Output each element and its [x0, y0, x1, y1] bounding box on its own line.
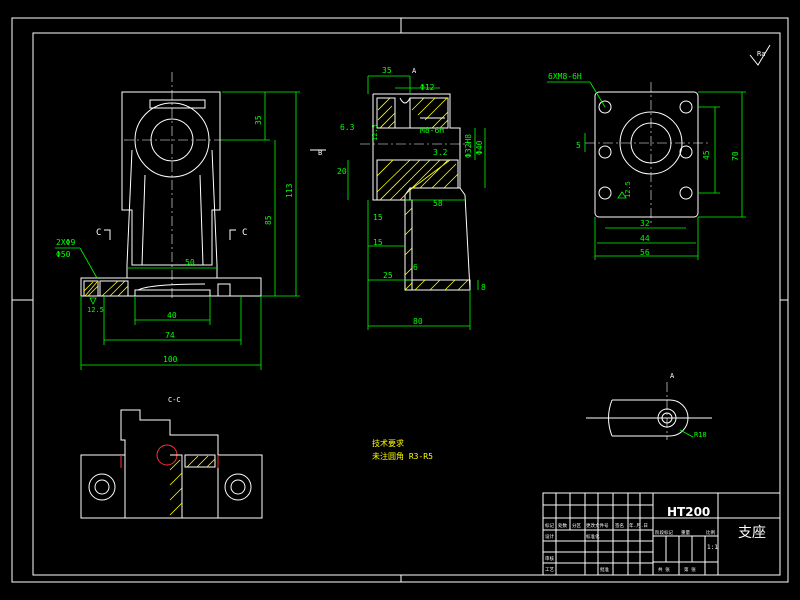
section-mark-b: B: [318, 149, 322, 157]
tb-label-mark: 标记: [545, 522, 554, 529]
detail-view: A R18: [586, 372, 712, 440]
tb-label-approve: 批准: [600, 566, 609, 573]
tb-label-stage: 阶段标记: [655, 529, 673, 536]
roughness-symbol-general: Ra: [749, 44, 771, 66]
dim-44-top: 44: [640, 234, 650, 243]
tech-req-title: 技术要求: [372, 438, 404, 448]
dim-r18: R18: [694, 431, 707, 439]
dim-m8-6h-side: M8-6H: [420, 126, 444, 135]
roughness-label: Ra: [757, 50, 765, 58]
tb-label-scale: 比例: [706, 529, 715, 536]
dim-12.5-front: 12.5: [87, 306, 104, 314]
side-view: [360, 93, 471, 291]
dim-50: 50: [185, 258, 195, 267]
front-view-dimensions: 113 35 85 50 40 74 100 2XΦ9 Φ50 12.5: [55, 91, 300, 370]
dim-70-top: 70: [731, 151, 740, 161]
dim-25-side: 25: [383, 271, 393, 280]
dim-3.2: 3.2: [433, 148, 448, 157]
material-label: HT200: [667, 505, 710, 519]
dim-phi40: Φ40: [475, 140, 484, 155]
dim-113: 113: [285, 183, 294, 198]
dim-40: 40: [167, 311, 177, 320]
rough-12.5-side: 12.5: [371, 124, 379, 141]
dim-15-lower: 15: [373, 213, 383, 222]
detail-view-mark: A: [670, 372, 675, 380]
dim-phi50: Φ50: [56, 250, 71, 259]
section-mark-c-right: C: [242, 228, 247, 238]
dim-8-side: 8: [481, 283, 486, 292]
tb-label-zone: 分区: [572, 522, 581, 529]
dim-100: 100: [163, 355, 178, 364]
section-mark-c-left: C: [96, 228, 101, 238]
dim-85: 85: [264, 215, 273, 225]
section-c-c-label: C-C: [168, 396, 181, 404]
dim-2x-phi9: 2XΦ9: [56, 238, 75, 247]
tech-req-line-1: 未注圆角 R3-R5: [372, 451, 433, 461]
technical-requirements: 技术要求 未注圆角 R3-R5: [372, 438, 433, 461]
dim-phi12: Φ12: [420, 83, 435, 92]
dim-phi32h8: Φ32H8: [464, 134, 473, 158]
dim-80: 80: [413, 317, 423, 326]
dim-6-side: 6: [413, 263, 418, 272]
dim-32-top: 32: [640, 219, 650, 228]
dim-58: 58: [433, 199, 443, 208]
tb-label-process: 工艺: [545, 567, 554, 573]
top-view: [585, 82, 710, 225]
rough-12.5-top: 12.5: [624, 181, 632, 198]
side-section-hatch: [376, 97, 471, 291]
dim-74: 74: [165, 331, 175, 340]
dim-35-side: 35: [382, 66, 392, 75]
dim-6x-m8-6h: 6XM8-6H: [548, 72, 582, 81]
dim-15-side: 15: [373, 238, 383, 247]
tb-label-standard: 标准化: [586, 533, 600, 540]
rough-6.3: 6.3: [340, 123, 355, 132]
tb-label-sheet-no: 第 张: [684, 566, 696, 573]
top-view-dimensions: 6XM8-6H 5 32 44 56 45 70 12.5: [547, 72, 746, 260]
tb-label-review: 审核: [545, 555, 554, 562]
section-c-c-view: C-C: [80, 396, 263, 519]
tb-label-count: 处数: [558, 522, 567, 529]
dim-56-top: 56: [640, 248, 650, 257]
tb-label-date: 年.月.日: [629, 522, 648, 529]
part-name-label: 支座: [738, 525, 766, 541]
dim-35: 35: [254, 115, 263, 125]
tb-label-total-sheets: 共 张: [658, 566, 670, 573]
tb-label-weight: 重量: [681, 529, 690, 536]
dim-45-top: 45: [702, 150, 711, 160]
drawing-frame: [11, 17, 789, 583]
dim-5-top: 5: [576, 141, 581, 150]
front-view: C C: [80, 72, 262, 300]
side-view-dimensions: 35 A Φ12 M8-6H Φ32H8 Φ40 20 3.2 58 15 25…: [310, 66, 486, 330]
section-mark-a-top: A: [412, 67, 417, 75]
title-block: HT200 支座 标记 处数 分区 更改文件号 签名 年.月.日 设计 标准化 …: [542, 492, 781, 576]
dim-20-side: 20: [337, 167, 347, 176]
tb-label-signature: 签名: [615, 522, 624, 529]
tb-label-change-doc: 更改文件号: [586, 522, 609, 529]
tb-scale-value: 1:1: [707, 544, 718, 551]
tb-label-design: 设计: [545, 533, 554, 540]
